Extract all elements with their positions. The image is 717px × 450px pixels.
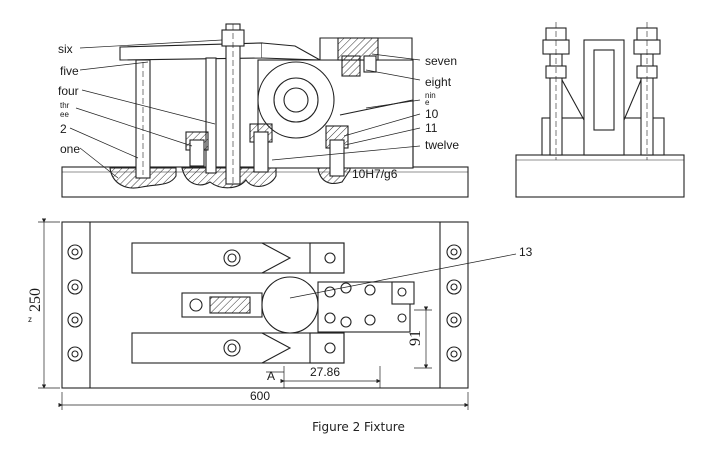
dim-91: 91 xyxy=(407,330,424,346)
label-nine-a: nin xyxy=(425,91,436,100)
figure-caption: Figure 2 Fixture xyxy=(312,420,405,434)
label-five: five xyxy=(60,64,79,78)
label-nine-b: e xyxy=(425,98,430,107)
label-eight: eight xyxy=(425,75,452,89)
label-one: one xyxy=(60,142,80,156)
label-a-mark: A xyxy=(267,369,275,383)
front-view-labels: six five four thr ee 2 one seven eight n… xyxy=(58,42,459,181)
plan-view xyxy=(61,221,469,389)
dim-250: 250 xyxy=(27,288,44,312)
label-eleven: 11 xyxy=(425,121,438,135)
leader-13 xyxy=(289,253,517,299)
label-two: 2 xyxy=(60,122,67,136)
dim-27-86: 27.86 xyxy=(310,365,340,379)
side-base xyxy=(515,154,685,198)
dimensions xyxy=(38,218,469,410)
mounting-holes xyxy=(67,244,462,362)
label-three-a: thr xyxy=(60,101,70,110)
label-three-b: ee xyxy=(60,110,69,119)
label-four: four xyxy=(58,84,79,98)
plan-clamp-upper xyxy=(131,242,345,274)
label-six: six xyxy=(58,42,73,56)
plan-view-labels: 13 A 27.86 600 250 z 91 xyxy=(27,245,533,403)
front-view xyxy=(61,23,469,198)
dim-250-sub: z xyxy=(28,315,32,324)
label-thirteen: 13 xyxy=(519,245,533,259)
label-ten: 10 xyxy=(425,107,439,121)
label-twelve: twelve xyxy=(425,138,459,152)
label-fit: 10H7/g6 xyxy=(352,167,398,181)
front-leaders xyxy=(69,39,421,179)
label-seven: seven xyxy=(425,54,457,68)
side-view xyxy=(515,22,685,198)
dim-600: 600 xyxy=(250,389,270,403)
plan-workpiece xyxy=(261,276,319,334)
plan-clamp-lower xyxy=(131,332,345,364)
